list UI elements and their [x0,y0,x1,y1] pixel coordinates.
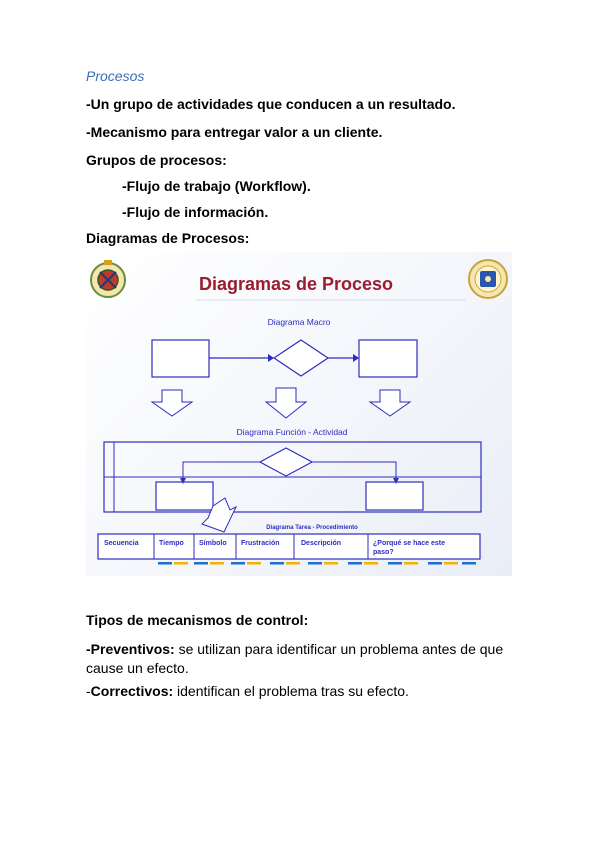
macro-box-left [151,339,210,378]
down-arrow-center-icon [264,387,308,419]
decorative-stripe [158,562,476,565]
process-diagram-slide: Diagramas de Proceso Diagrama Macro Diag… [86,252,512,576]
text-line-2: -Mecanismo para entregar valor a un clie… [86,124,383,140]
slide-title: Diagramas de Proceso [199,274,393,294]
table-header-frustracion: Frustración [241,540,280,547]
correctivos-prefix: - [86,683,91,699]
text-line-3: Grupos de procesos: [86,152,227,168]
down-arrow-right-icon [368,389,412,417]
funcion-label: Diagrama Función - Actividad [236,427,347,437]
table-header-secuencia: Secuencia [104,540,139,547]
funcion-decision-diamond [258,447,314,477]
text-line-4: -Flujo de trabajo (Workflow). [122,178,311,194]
table-header-porque: ¿Porqué se hace este [373,540,445,547]
slide-graphics: Diagramas de Proceso Diagrama Macro Diag… [90,259,508,565]
macro-decision-diamond [272,339,330,377]
macro-label: Diagrama Macro [268,317,331,327]
preventivos-text: se utilizan para identificar un problema… [86,641,504,676]
table-header-descripcion: Descripción [301,540,341,547]
text-line-6: Diagramas de Procesos: [86,230,250,246]
table-header-paso: paso? [373,549,394,556]
control-title: Tipos de mecanismos de control: [86,612,309,628]
funcion-box-right [365,481,424,511]
section-heading: Procesos [86,68,145,84]
correctivos-text: identifican el problema tras su efecto. [173,683,409,699]
tarea-table [97,533,481,560]
table-header-simbolo: Símbolo [199,540,227,547]
preventivos-paragraph: -Preventivos: se utilizan para identific… [86,640,526,678]
diagonal-arrow-icon [201,497,238,533]
macro-box-right [358,339,418,378]
tarea-label: Diagrama Tarea - Procedimiento [266,525,358,531]
table-header-tiempo: Tiempo [159,540,184,547]
madrid-seal-icon [468,259,508,299]
preventivos-label: -Preventivos: [86,641,175,657]
text-line-1: -Un grupo de actividades que conducen a … [86,96,456,112]
text-line-5: -Flujo de información. [122,204,269,220]
down-arrow-left-icon [150,389,194,417]
correctivos-paragraph: -Correctivos: identifican el problema tr… [86,682,526,701]
correctivos-label: Correctivos: [90,683,174,699]
university-crest-icon [90,260,126,298]
funcion-box-left [155,481,214,511]
